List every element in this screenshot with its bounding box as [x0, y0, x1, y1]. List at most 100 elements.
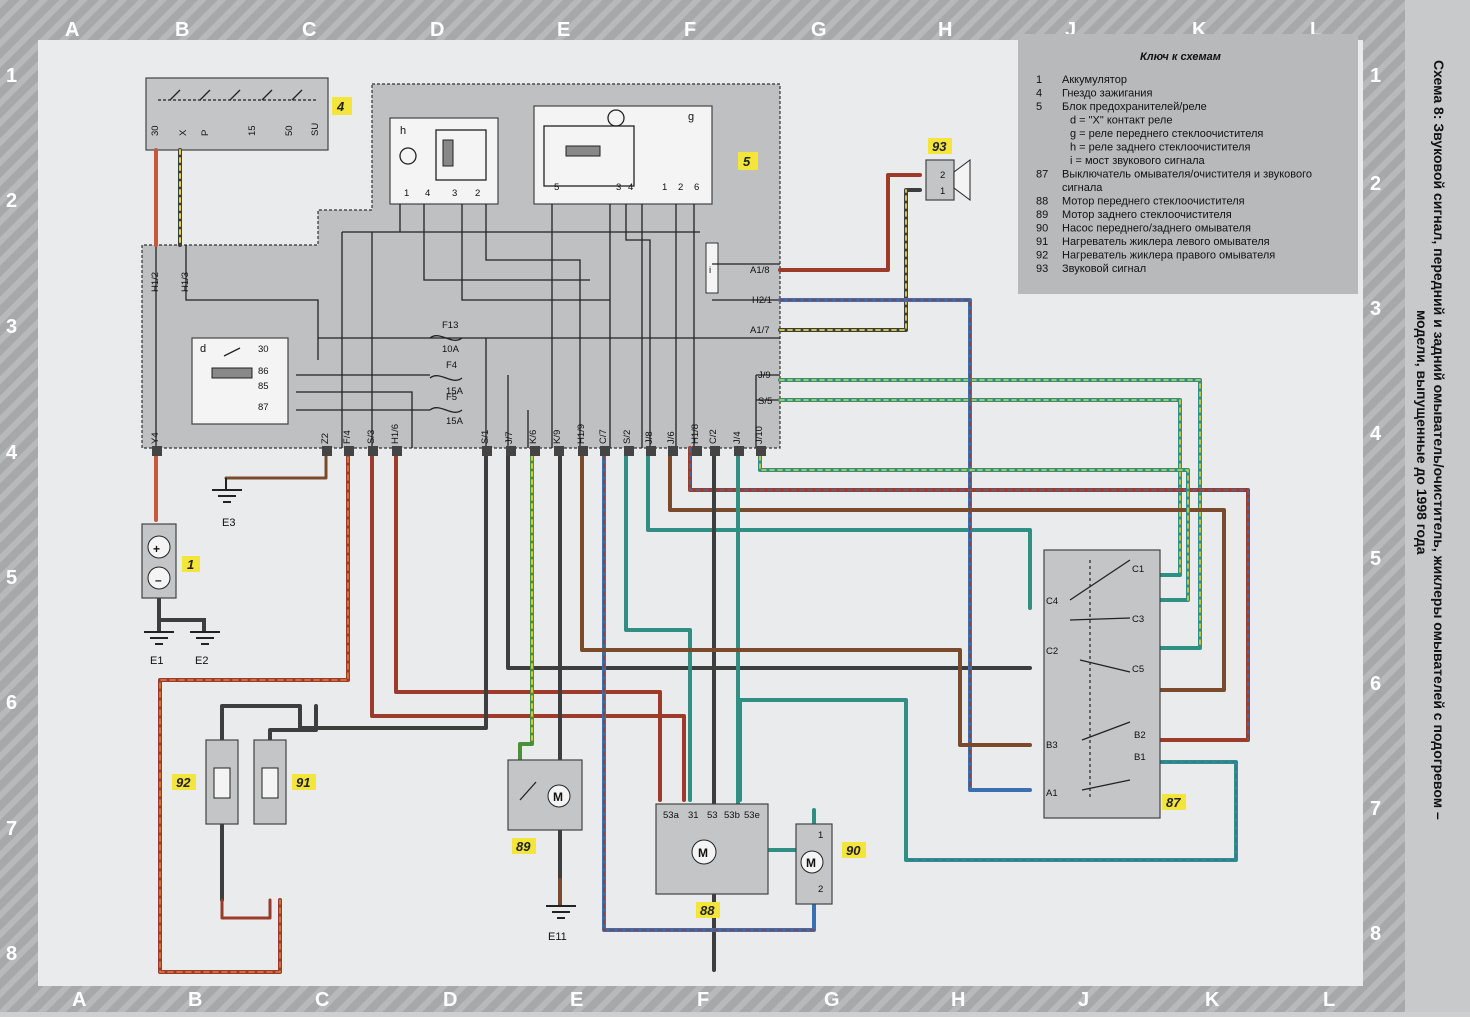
ign-pin-50: 50: [284, 125, 295, 136]
grid-letter: G: [811, 19, 827, 41]
key-item-number: 5: [1036, 101, 1042, 113]
connector-pin: [530, 446, 540, 456]
conn-label: K/9: [552, 430, 563, 444]
key-item-text: h = реле заднего стеклоочистителя: [1070, 142, 1250, 154]
relay-d-contact: [223, 347, 241, 357]
key-item-text: Мотор переднего стеклоочистителя: [1062, 196, 1245, 208]
grid-letter: D: [430, 19, 444, 41]
grid-letter: H: [951, 989, 965, 1011]
wiper-horn-switch-87: C4 C2 B3 A1 C1 C3 C5 B2 B1 87: [1043, 549, 1186, 819]
grid-letter: A: [65, 19, 79, 41]
grid-letter: E: [570, 989, 583, 1011]
wire-s1: [220, 446, 488, 902]
conn-label: S/3: [366, 430, 377, 444]
conn-label: F/4: [342, 430, 353, 444]
key-item-number: 90: [1036, 223, 1048, 235]
side-title-line-1: Схема 8: Звуковой сигнал, передний и зад…: [1431, 60, 1447, 820]
conn-label: C/7: [598, 429, 609, 444]
tag-93-label: 93: [932, 139, 947, 154]
grid-number: 6: [6, 692, 17, 714]
switch-87-pin: B1: [1134, 752, 1146, 763]
grid-letter: J: [1065, 19, 1076, 41]
grid-number: 2: [6, 190, 17, 212]
ground-e2-label: E2: [195, 655, 208, 667]
ground-e3-icon: [212, 478, 242, 503]
tag-88: [696, 902, 720, 918]
battery-plus-terminal: [147, 535, 171, 559]
grid-letter: A: [72, 989, 86, 1011]
relay-d: [191, 337, 289, 425]
grid-letter: G: [824, 989, 840, 1011]
conn-label: H1/6: [390, 424, 401, 444]
grid-number: 1: [6, 65, 17, 87]
grid-letters-bottom: A B C D E F G H J K L: [72, 989, 1335, 1011]
conn-label: A1/8: [750, 265, 770, 276]
wire-s2: [646, 446, 1032, 610]
ign-pin-30: 30: [150, 125, 161, 136]
wire-j7: [506, 446, 1032, 670]
conn-label: S/5: [758, 396, 772, 407]
pump-90-icon: [800, 850, 824, 874]
tag-88-label: 88: [700, 903, 715, 918]
fuse-name: F13: [442, 320, 458, 331]
fuse-rating: 15A: [446, 416, 464, 427]
relay-d-pin: 30: [258, 344, 269, 355]
relay-g-pin: 5: [554, 182, 559, 193]
tag-87-label: 87: [1166, 795, 1181, 810]
motor-88-pin: 31: [688, 810, 699, 821]
relay-h-pin: 3: [452, 188, 457, 199]
grid-number: 6: [1370, 673, 1381, 695]
wire-heater-stripe: [159, 447, 349, 973]
tag-90: [842, 842, 866, 858]
key-title: Ключ к схемам: [1140, 51, 1221, 63]
tag-4-label: 4: [336, 99, 345, 114]
grid-letter: B: [188, 989, 202, 1011]
key-item-number: 89: [1036, 209, 1048, 221]
relay-g-inner: [543, 125, 635, 187]
conn-label: H1/8: [690, 424, 701, 444]
tag-90-label: 90: [846, 843, 861, 858]
wire-a17-stripe: [779, 189, 907, 331]
conn-label: S/2: [622, 430, 633, 444]
fuse-f5-icon: [429, 407, 463, 413]
tag-4: [332, 97, 352, 115]
connector-pin: [506, 446, 516, 456]
key-item-text: Блок предохранителей/реле: [1062, 101, 1207, 113]
motor-89-body: [507, 759, 583, 831]
wire-h19-stripe: [603, 447, 815, 931]
relay-h-transistor-icon: [399, 147, 417, 165]
relay-d-pin: 87: [258, 402, 269, 413]
tag-5-label: 5: [743, 154, 751, 169]
connector-pin: [152, 446, 162, 456]
relay-h-pin: 1: [404, 188, 409, 199]
front-wiper-motor-88: 53a 31 53 53b 53e M 88: [655, 803, 769, 918]
key-item-text: Нагреватель жиклера правого омывателя: [1062, 250, 1275, 262]
relay-h-inner: [435, 129, 487, 181]
grid-letter: J: [1078, 989, 1089, 1011]
key-item-text: Выключатель омывателя/очистителя и звуко…: [1062, 169, 1312, 181]
conn-label: K/6: [528, 430, 539, 444]
relay-g-letter: g: [688, 111, 694, 123]
battery-minus: –: [155, 573, 162, 587]
horn-bridge-i: [705, 242, 719, 294]
wire-b1-stripe: [905, 761, 1237, 861]
switch-87-pin: C2: [1046, 646, 1058, 657]
tag-89-label: 89: [516, 839, 531, 854]
conn-label: H2/1: [752, 295, 772, 306]
grid-numbers-right: 1 2 3 4 5 6 7 8: [1370, 65, 1382, 945]
connector-pin: [734, 446, 744, 456]
switch-87-pin: C5: [1132, 664, 1144, 675]
key-item-number: 1: [1036, 74, 1042, 86]
relay-g-pin: 3: [616, 182, 621, 193]
grid-letter: C: [315, 989, 329, 1011]
switch-87-pin: C3: [1132, 614, 1144, 625]
switch-87-body: [1043, 549, 1161, 819]
motor-89-switch: [519, 781, 537, 801]
motor-88-pin: 53b: [724, 810, 740, 821]
ignition-contacts: [169, 89, 303, 101]
grid-letter: F: [684, 19, 696, 41]
key-item-number: 91: [1036, 236, 1048, 248]
horn-icon: [953, 159, 971, 201]
relay-d-pin: 85: [258, 381, 269, 392]
ground-e3-label: E3: [222, 517, 235, 529]
